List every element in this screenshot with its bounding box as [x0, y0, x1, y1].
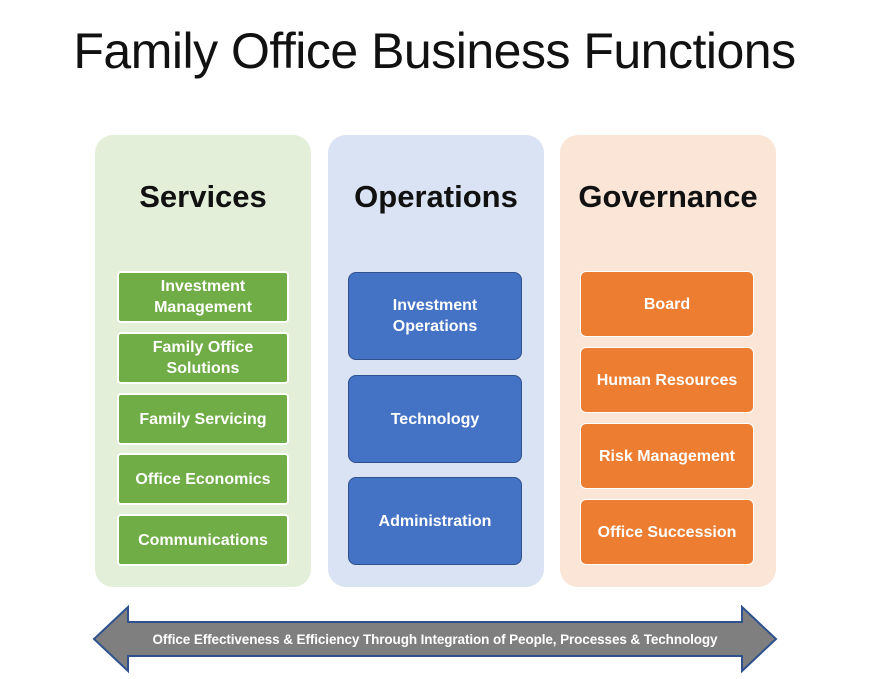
double-arrow-icon	[92, 604, 778, 674]
services-item-communications: Communications	[117, 514, 289, 566]
governance-heading: Governance	[578, 179, 758, 214]
governance-item-office-succession: Office Succession	[580, 499, 754, 565]
governance-item-human-resources: Human Resources	[580, 347, 754, 413]
operations-item-administration: Administration	[348, 477, 522, 565]
operations-item-technology: Technology	[348, 375, 522, 463]
services-item-office-economics: Office Economics	[117, 453, 289, 505]
page-title: Family Office Business Functions	[73, 23, 796, 79]
integration-banner-text: Office Effectiveness & Efficiency Throug…	[152, 631, 718, 647]
governance-item-board: Board	[580, 271, 754, 337]
services-item-family-office-solutions: Family Office Solutions	[117, 332, 289, 384]
services-item-investment-management: Investment Management	[117, 271, 289, 323]
governance-column: Governance Board Human Resources Risk Ma…	[560, 135, 776, 587]
operations-column: Operations Investment Operations Technol…	[328, 135, 544, 587]
services-item-family-servicing: Family Servicing	[117, 393, 289, 445]
services-heading: Services	[139, 179, 267, 214]
governance-item-risk-management: Risk Management	[580, 423, 754, 489]
operations-item-investment-operations: Investment Operations	[348, 272, 522, 360]
operations-heading: Operations	[354, 179, 518, 214]
services-column: Services Investment Management Family Of…	[95, 135, 311, 587]
integration-banner-arrow: Office Effectiveness & Efficiency Throug…	[92, 604, 778, 674]
